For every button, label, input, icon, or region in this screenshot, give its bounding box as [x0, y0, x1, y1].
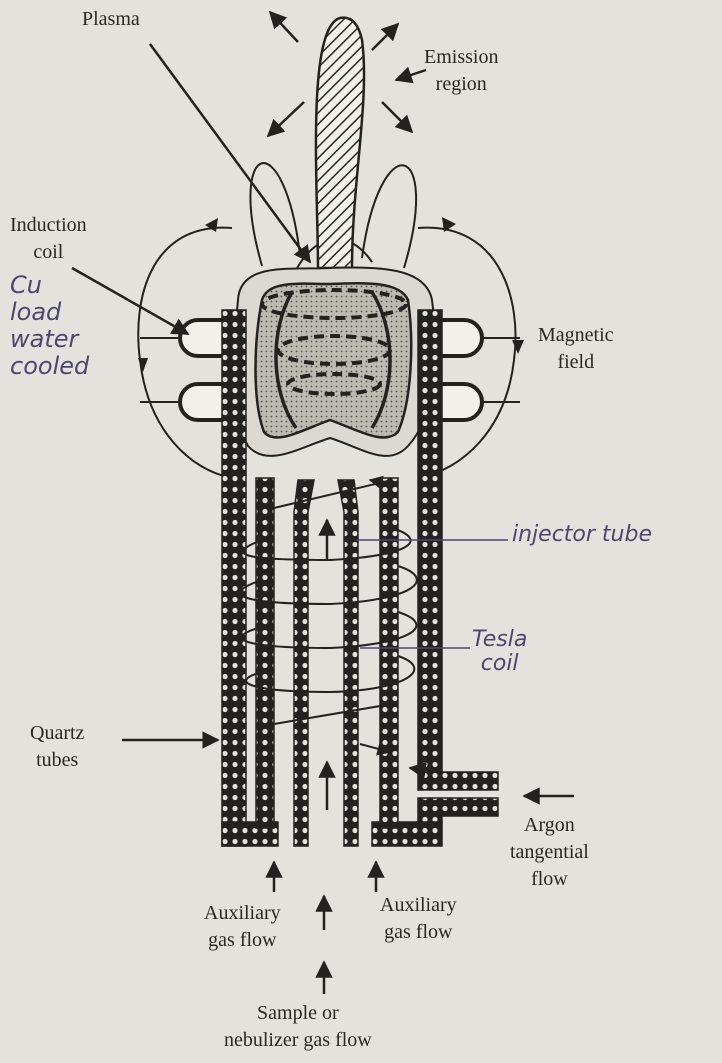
field-arrow-left-down — [138, 358, 148, 372]
handwritten-injector-tube-note: injector tube — [512, 522, 652, 547]
argon-flow-label: Argon tangential flow — [510, 812, 589, 893]
emission-plume — [316, 18, 364, 268]
handwritten-coil-note: Cu load water cooled — [10, 272, 89, 380]
field-arrow-right-down — [512, 340, 524, 354]
handwritten-tesla-coil-note: Tesla coil — [472, 628, 527, 676]
emission-region-pointer — [396, 70, 426, 80]
quartz-tubes-label: Quartz tubes — [30, 720, 84, 774]
argon-side-inlet — [418, 772, 498, 822]
plasma-core — [256, 283, 412, 437]
sample-flow-label: Sample or nebulizer gas flow — [224, 1000, 372, 1054]
aux-gas-flow-left-label: Auxiliary gas flow — [204, 900, 281, 954]
induction-coil-label: Induction coil — [10, 212, 87, 266]
plasma-label: Plasma — [82, 6, 140, 33]
magnetic-field-label: Magnetic field — [538, 322, 614, 376]
aux-gas-flow-right-label: Auxiliary gas flow — [380, 892, 457, 946]
emission-region-label: Emission region — [424, 44, 498, 98]
